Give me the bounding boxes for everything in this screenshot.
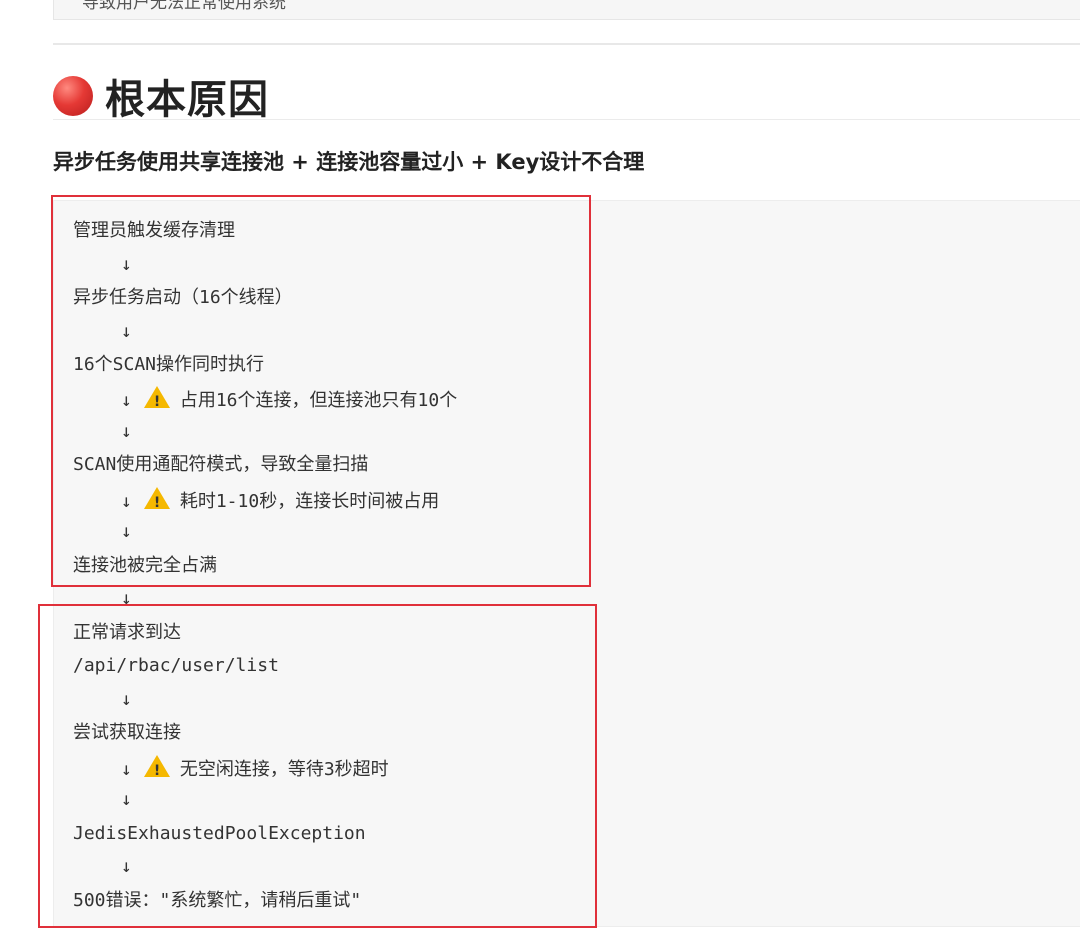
- flow-warning-text: 无空闲连接，等待3秒超时: [179, 759, 389, 780]
- previous-section-text: 导致用户无法正常使用系统: [82, 0, 286, 13]
- flow-step: 尝试获取连接: [73, 722, 181, 743]
- warning-icon: [143, 755, 170, 783]
- flow-arrow: ↓: [121, 521, 132, 542]
- flow-arrow: ↓: [121, 759, 132, 780]
- flow-arrow: ↓: [121, 421, 132, 442]
- highlight-box-impact: [38, 604, 597, 928]
- red-circle-icon: [53, 76, 93, 116]
- heading-underline: [53, 119, 1080, 120]
- highlight-box-cause: [51, 195, 591, 587]
- flow-arrow: ↓: [121, 491, 132, 512]
- code-block: [53, 200, 1080, 927]
- flow-step: 管理员触发缓存清理: [73, 220, 235, 241]
- flow-arrow: ↓: [121, 321, 132, 342]
- flow-arrow: ↓: [121, 689, 132, 710]
- flow-exception: JedisExhaustedPoolException: [73, 823, 366, 844]
- flow-warning-line: ↓ 无空闲连接，等待3秒超时: [121, 755, 389, 783]
- flow-step: SCAN使用通配符模式，导致全量扫描: [73, 454, 369, 475]
- flow-step: 16个SCAN操作同时执行: [73, 354, 265, 375]
- flow-step: 异步任务启动（16个线程）: [73, 287, 293, 308]
- flow-arrow: ↓: [121, 254, 132, 275]
- page-title: 根本原因: [105, 77, 269, 123]
- flow-arrow: ↓: [121, 856, 132, 877]
- section-divider: [53, 43, 1080, 45]
- flow-arrow: ↓: [121, 588, 132, 609]
- flow-endpoint: /api/rbac/user/list: [73, 655, 279, 676]
- flow-arrow: ↓: [121, 789, 132, 810]
- section-heading: 根本原因: [53, 70, 269, 123]
- warning-icon: [143, 386, 170, 414]
- flow-warning-line: ↓ 占用16个连接，但连接池只有10个: [121, 386, 458, 414]
- flow-warning-text: 耗时1-10秒，连接长时间被占用: [179, 491, 440, 512]
- previous-section-stub: 导致用户无法正常使用系统: [53, 0, 1080, 20]
- flow-arrow: ↓: [121, 390, 132, 411]
- flow-step: 正常请求到达: [73, 622, 181, 643]
- flow-warning-line: ↓ 耗时1-10秒，连接长时间被占用: [121, 487, 440, 515]
- flow-error: 500错误："系统繁忙，请稍后重试": [73, 890, 362, 911]
- root-cause-summary: 异步任务使用共享连接池 + 连接池容量过小 + Key设计不合理: [53, 150, 645, 174]
- flow-step: 连接池被完全占满: [73, 555, 217, 576]
- warning-icon: [143, 487, 170, 515]
- flow-warning-text: 占用16个连接，但连接池只有10个: [179, 390, 458, 411]
